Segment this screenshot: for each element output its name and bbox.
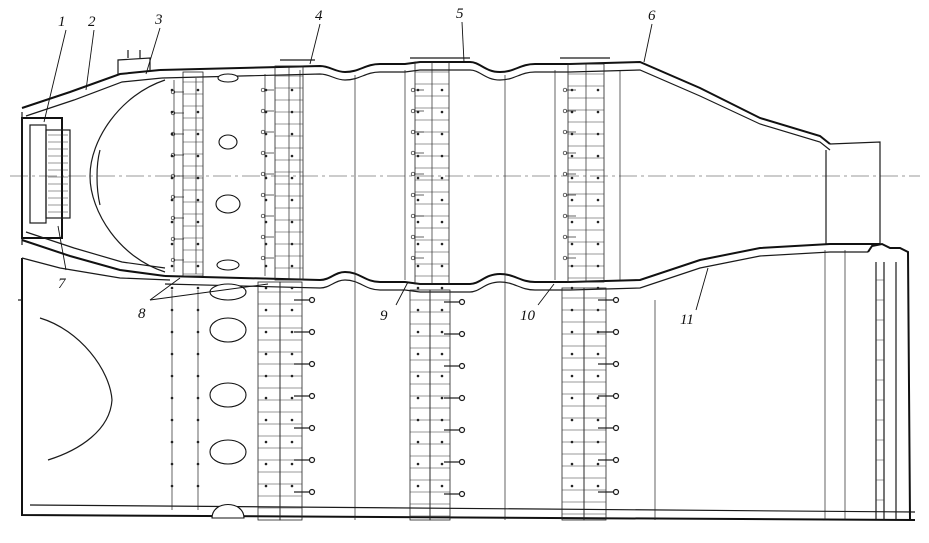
callout-2: 2 (88, 14, 96, 30)
callout-6: 6 (648, 8, 656, 24)
callout-leaders (43, 21, 709, 311)
outer-casing (18, 257, 916, 521)
lower-cooling-bands (171, 281, 607, 521)
callout-8: 8 (138, 306, 146, 322)
cooling-band-4 (567, 63, 605, 283)
callout-1: 1 (58, 14, 66, 30)
front-swirler (21, 112, 71, 245)
callout-7: 7 (58, 276, 67, 292)
cooling-band-2 (264, 65, 304, 281)
callout-11: 11 (680, 312, 694, 328)
exit-section (867, 242, 911, 521)
dilution-holes-upper (215, 73, 241, 271)
callout-3: 3 (154, 12, 163, 28)
cooling-band-1 (173, 71, 204, 277)
dilution-holes-lower (209, 283, 247, 519)
rivet-pattern (170, 88, 600, 488)
callout-labels: 1 2 3 4 5 6 7 8 9 10 11 (58, 6, 694, 328)
callout-4: 4 (315, 8, 323, 24)
flame-tube-dome (21, 50, 166, 277)
callout-10: 10 (520, 308, 536, 324)
cooling-band-3 (414, 61, 450, 285)
callout-5: 5 (456, 6, 464, 22)
lower-fastener-pins (170, 87, 620, 498)
callout-9: 9 (380, 308, 388, 324)
flame-tube-walls (159, 57, 881, 520)
cooling-slot-grid (183, 71, 606, 517)
